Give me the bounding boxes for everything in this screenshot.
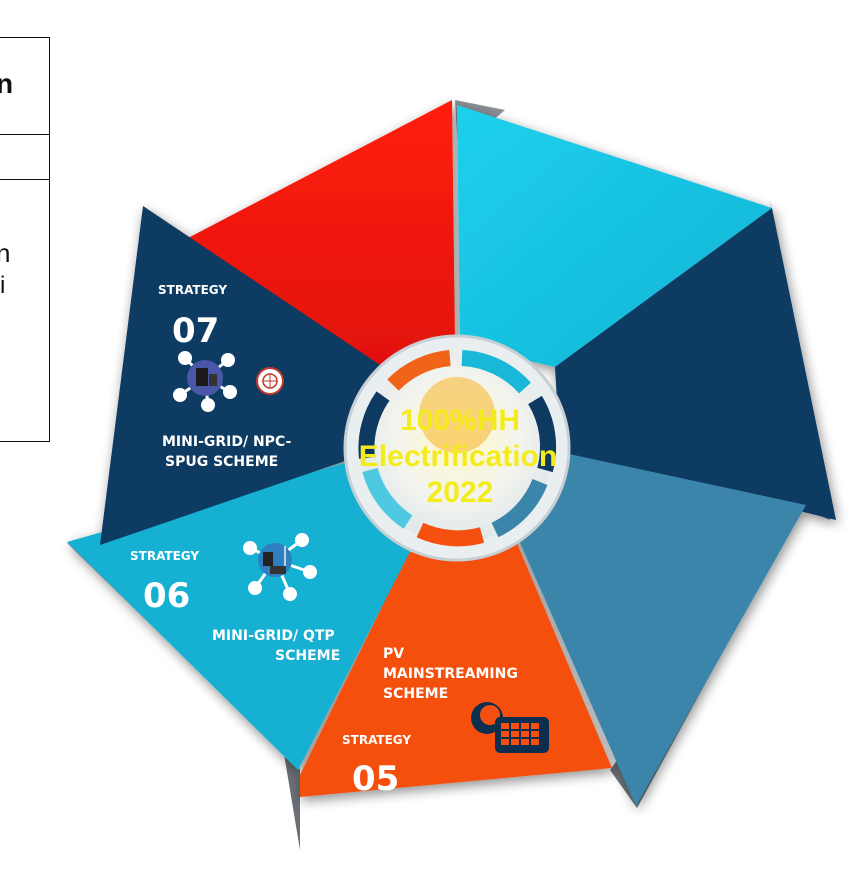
strategy-label-line-1: MINI-GRID/ QTP [212, 628, 335, 644]
strategy-05: PV MAINSTREAMING SCHEME STRATEGY 05 [342, 646, 549, 799]
strategy-06: STRATEGY 06 MINI-GRID/ QTP SCHEME [130, 533, 340, 664]
table-divider [0, 179, 49, 180]
network-icon [173, 351, 237, 412]
strategy-word: STRATEGY [342, 733, 411, 747]
table-text-fragment: i [0, 272, 6, 299]
segment-steel [510, 452, 806, 806]
segment-navy [555, 208, 836, 520]
strategy-label-line-1: MINI-GRID/ NPC- [162, 434, 292, 450]
center-hub: 100%HH Electrification 2022 [343, 334, 571, 562]
segment-red [188, 100, 455, 375]
strategy-word: STRATEGY [158, 283, 227, 297]
strategy-label-line-1: PV [383, 646, 404, 662]
strategy-label-line-3: SCHEME [383, 686, 448, 702]
strategy-label-line-2: SPUG SCHEME [165, 454, 278, 470]
strategy-word: STRATEGY [130, 549, 199, 563]
strategy-07: STRATEGY 07 MINI-GRID/ NPC- SPUG SCHEME [158, 283, 292, 470]
table-text-fragment: n [0, 68, 14, 99]
circular-logo-icon [256, 367, 284, 395]
strategy-label-line-2: MAINSTREAMING [383, 666, 518, 682]
strategy-number: 05 [352, 759, 399, 799]
strategy-number: 07 [172, 311, 219, 351]
strategy-number: 06 [143, 576, 190, 616]
strategy-label-line-2: SCHEME [275, 648, 340, 664]
lightbulb-icon [419, 377, 495, 453]
segment-cyan [457, 105, 772, 367]
segment-dark-navy [100, 206, 395, 545]
solar-panel-icon [471, 702, 549, 753]
segment-light-cyan [67, 462, 410, 770]
center-line-3: 2022 [427, 476, 494, 509]
cropped-table: n n i [0, 37, 50, 442]
wind-solar-network-icon [243, 533, 317, 601]
center-line-1: 100%HH [400, 404, 520, 437]
center-line-2: Electrification [359, 440, 557, 473]
table-divider [0, 134, 49, 135]
table-text-fragment: n [0, 238, 11, 268]
